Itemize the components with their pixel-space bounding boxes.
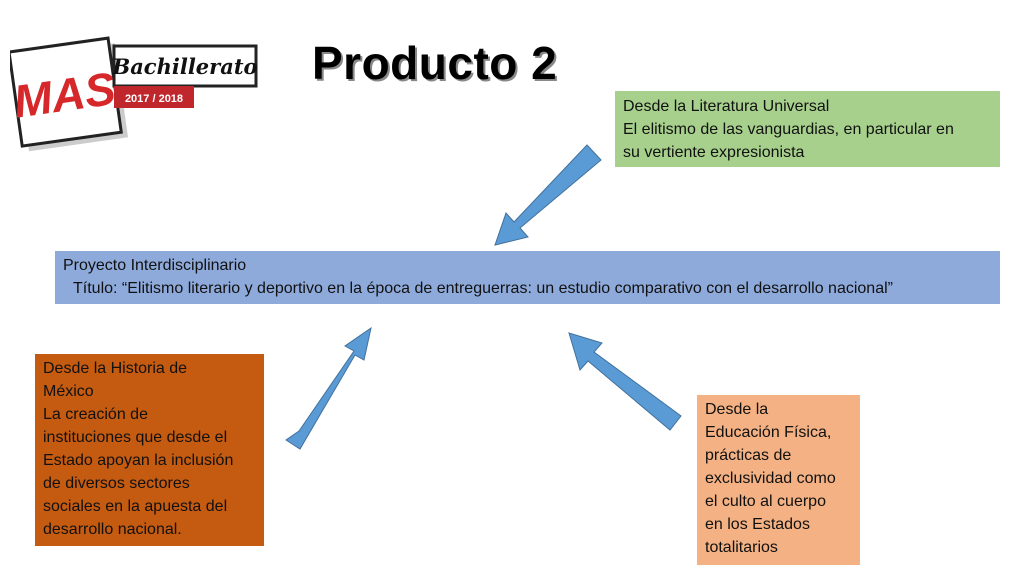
- historia-line: La creación de: [43, 406, 148, 423]
- educacion-line: prácticas de: [705, 447, 792, 464]
- educacion-line: Desde la: [705, 401, 769, 418]
- educacion-line: Educación Física,: [705, 424, 832, 441]
- historia-line: de diversos sectores: [43, 475, 190, 492]
- arrow-educacion: [568, 332, 682, 431]
- historia-line: sociales en la apuesta del: [43, 498, 228, 515]
- historia-line: instituciones que desde el: [43, 429, 228, 446]
- literatura-box: Desde la Literatura Universal El elitism…: [615, 91, 1000, 167]
- educacion-box: Desde la Educación Física, prácticas de …: [697, 395, 860, 565]
- proyecto-heading: Proyecto Interdisciplinario: [63, 257, 247, 274]
- historia-line: Estado apoyan la inclusión: [43, 452, 234, 469]
- logo-name: Bachillerato: [111, 54, 257, 79]
- literatura-heading: Desde la Literatura Universal: [623, 98, 830, 115]
- proyecto-box: Proyecto Interdisciplinario Título: “Eli…: [55, 251, 1000, 304]
- logo-years: 2017 / 2018: [125, 93, 183, 105]
- historia-line: México: [43, 383, 94, 400]
- bachillerato-logo: MAS Bachillerato 2017 / 2018: [10, 36, 258, 152]
- arrow-literatura: [494, 144, 602, 246]
- historia-box: Desde la Historia de México La creación …: [35, 354, 264, 546]
- educacion-line: exclusividad como: [705, 470, 836, 487]
- literatura-text-2: su vertiente expresionista: [623, 144, 805, 161]
- educacion-line: en los Estados: [705, 516, 810, 533]
- proyecto-title: Título: “Elitismo literario y deportivo …: [73, 280, 893, 297]
- arrow-historia: [285, 326, 372, 450]
- literatura-text-1: El elitismo de las vanguardias, en parti…: [623, 121, 954, 138]
- educacion-line: totalitarios: [705, 539, 778, 556]
- historia-line: Desde la Historia de: [43, 360, 188, 377]
- historia-line: desarrollo nacional.: [43, 521, 182, 538]
- page-title: Producto 2: [312, 37, 558, 89]
- educacion-line: el culto al cuerpo: [705, 493, 826, 510]
